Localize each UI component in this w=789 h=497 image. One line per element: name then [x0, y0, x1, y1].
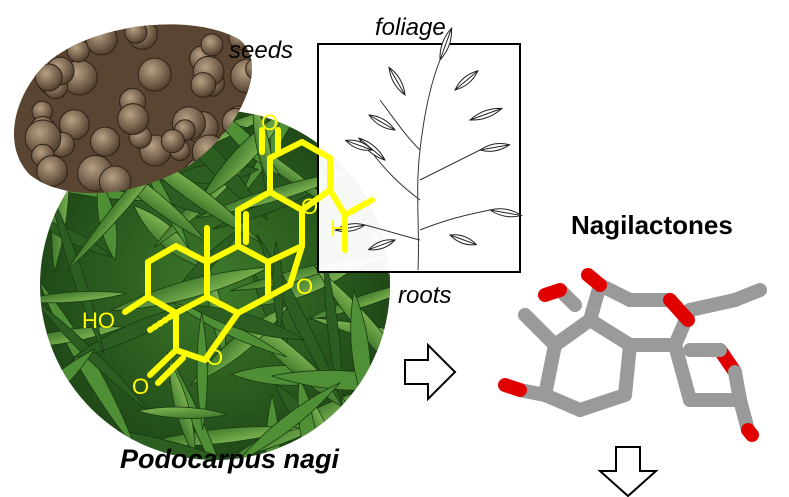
oxygen-label: O — [206, 345, 223, 370]
seed-shape — [50, 24, 75, 45]
sketch-leaf — [478, 143, 511, 152]
oxygen-label: O — [132, 374, 149, 399]
leaf-shape — [341, 400, 390, 450]
arrow-right-icon — [404, 342, 457, 402]
compound-class-title: Nagilactones — [571, 210, 733, 240]
seed-shape — [124, 24, 148, 44]
oxygen-label: O — [296, 274, 313, 299]
seed-shape — [234, 24, 252, 34]
sketch-leaf — [388, 66, 406, 97]
sketch-leaf — [367, 114, 397, 131]
seed-shape — [245, 58, 252, 80]
seed-shape — [98, 165, 132, 194]
structure-atom-labels: HO O O O O O H — [82, 110, 346, 399]
sketch-leaf — [454, 69, 479, 91]
sketch-leaf — [344, 139, 374, 151]
seed-shape — [248, 24, 252, 34]
seed-shape — [160, 129, 185, 154]
foliage-label: foliage — [375, 14, 446, 41]
seed-shape — [200, 33, 224, 57]
seed-shape — [85, 24, 118, 56]
seed-shape — [37, 29, 62, 54]
seed-shape — [59, 109, 90, 141]
species-label: Podocarpus nagi — [120, 444, 340, 474]
leaf-shape — [237, 382, 341, 460]
arrow-down-icon — [597, 446, 659, 497]
leaf-shape — [40, 291, 127, 304]
seed-shape — [117, 103, 150, 135]
roots-label: roots — [398, 282, 451, 309]
seed-shape — [36, 155, 68, 187]
foliage-sketch — [317, 26, 523, 273]
leaf-shape — [110, 267, 270, 312]
leaf-shape — [324, 259, 343, 404]
seed-shape — [90, 126, 121, 157]
seed-shape — [13, 42, 37, 74]
seed-shape — [34, 63, 63, 92]
seed-shape — [13, 40, 38, 67]
hydroxyl-label: HO — [82, 308, 115, 333]
sketch-leaf — [357, 137, 387, 161]
hydrogen-label: H — [330, 216, 346, 241]
sketch-leaf — [488, 208, 523, 218]
sketch-leaf — [468, 107, 504, 121]
seeds-label: seeds — [229, 37, 293, 64]
leaf-shape — [196, 311, 208, 431]
sketch-leaf — [439, 26, 453, 62]
seed-shape — [190, 72, 217, 98]
oxygen-label: O — [301, 194, 318, 219]
nagilactone-3d-model — [498, 268, 767, 442]
leaf-shape — [136, 406, 229, 419]
leaf-shape — [40, 326, 125, 348]
oxygen-label: O — [261, 110, 278, 135]
leaf-shape — [49, 192, 105, 355]
sketch-leaf — [448, 234, 478, 246]
sketch-leaf — [367, 239, 397, 251]
nagilactone-structure — [122, 127, 375, 386]
seed-shape — [137, 57, 172, 92]
